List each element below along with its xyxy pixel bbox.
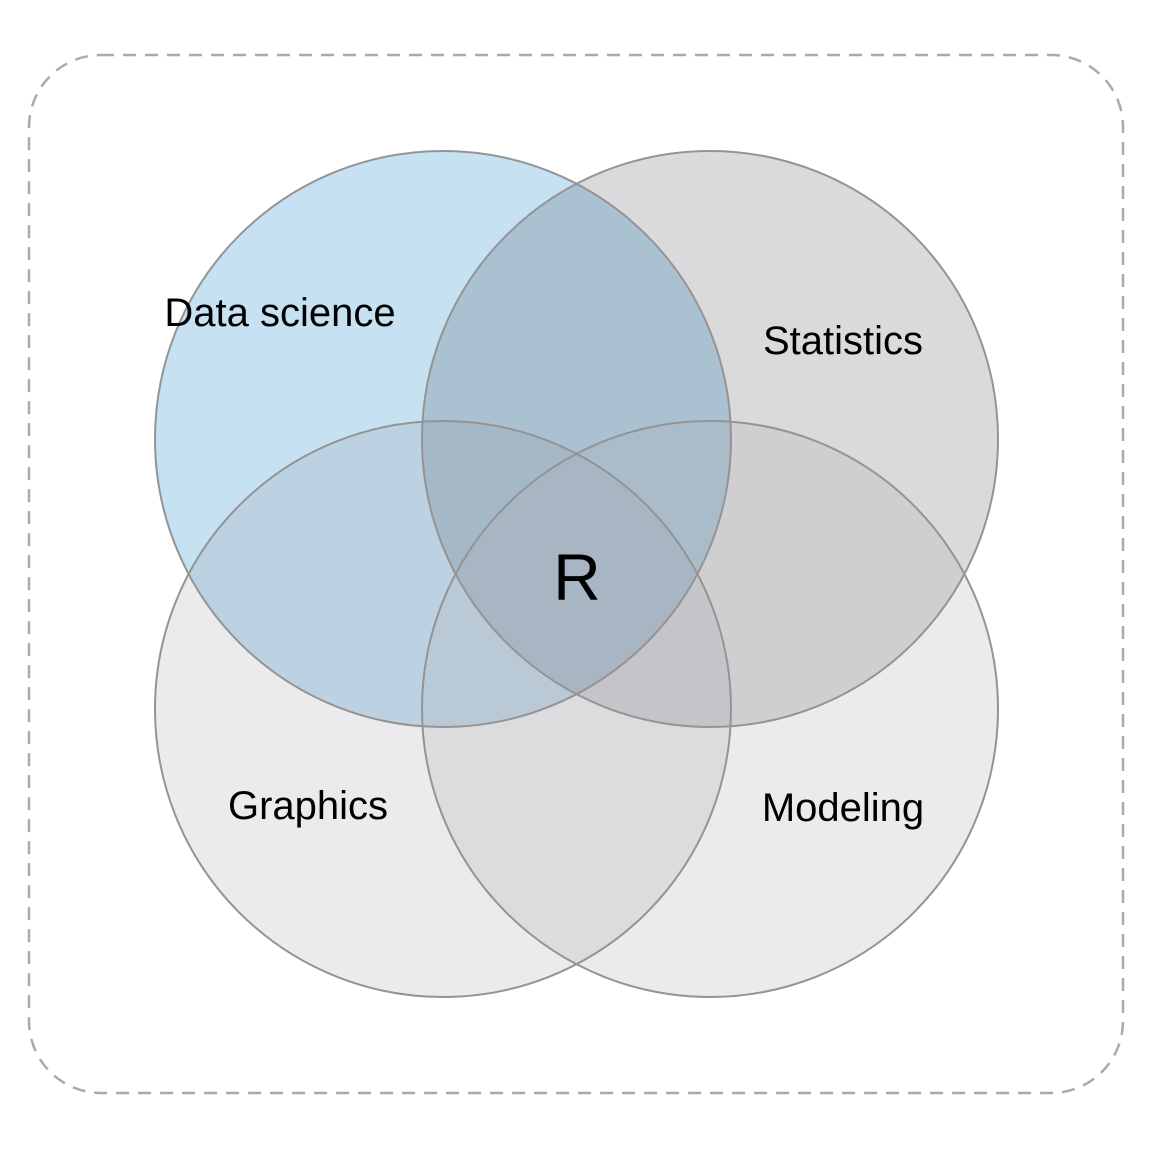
circle-modeling: [422, 421, 998, 997]
circle-statistics: [422, 151, 998, 727]
circle-outline-graphics: [154, 420, 732, 998]
circle-outline-modeling: [421, 420, 999, 998]
circle-outline-statistics: [421, 150, 999, 728]
circle-graphics: [155, 421, 731, 997]
circle-outline-data-science: [154, 150, 732, 728]
circle-data-science: [155, 151, 731, 727]
dashed-border: [27, 53, 1125, 1095]
